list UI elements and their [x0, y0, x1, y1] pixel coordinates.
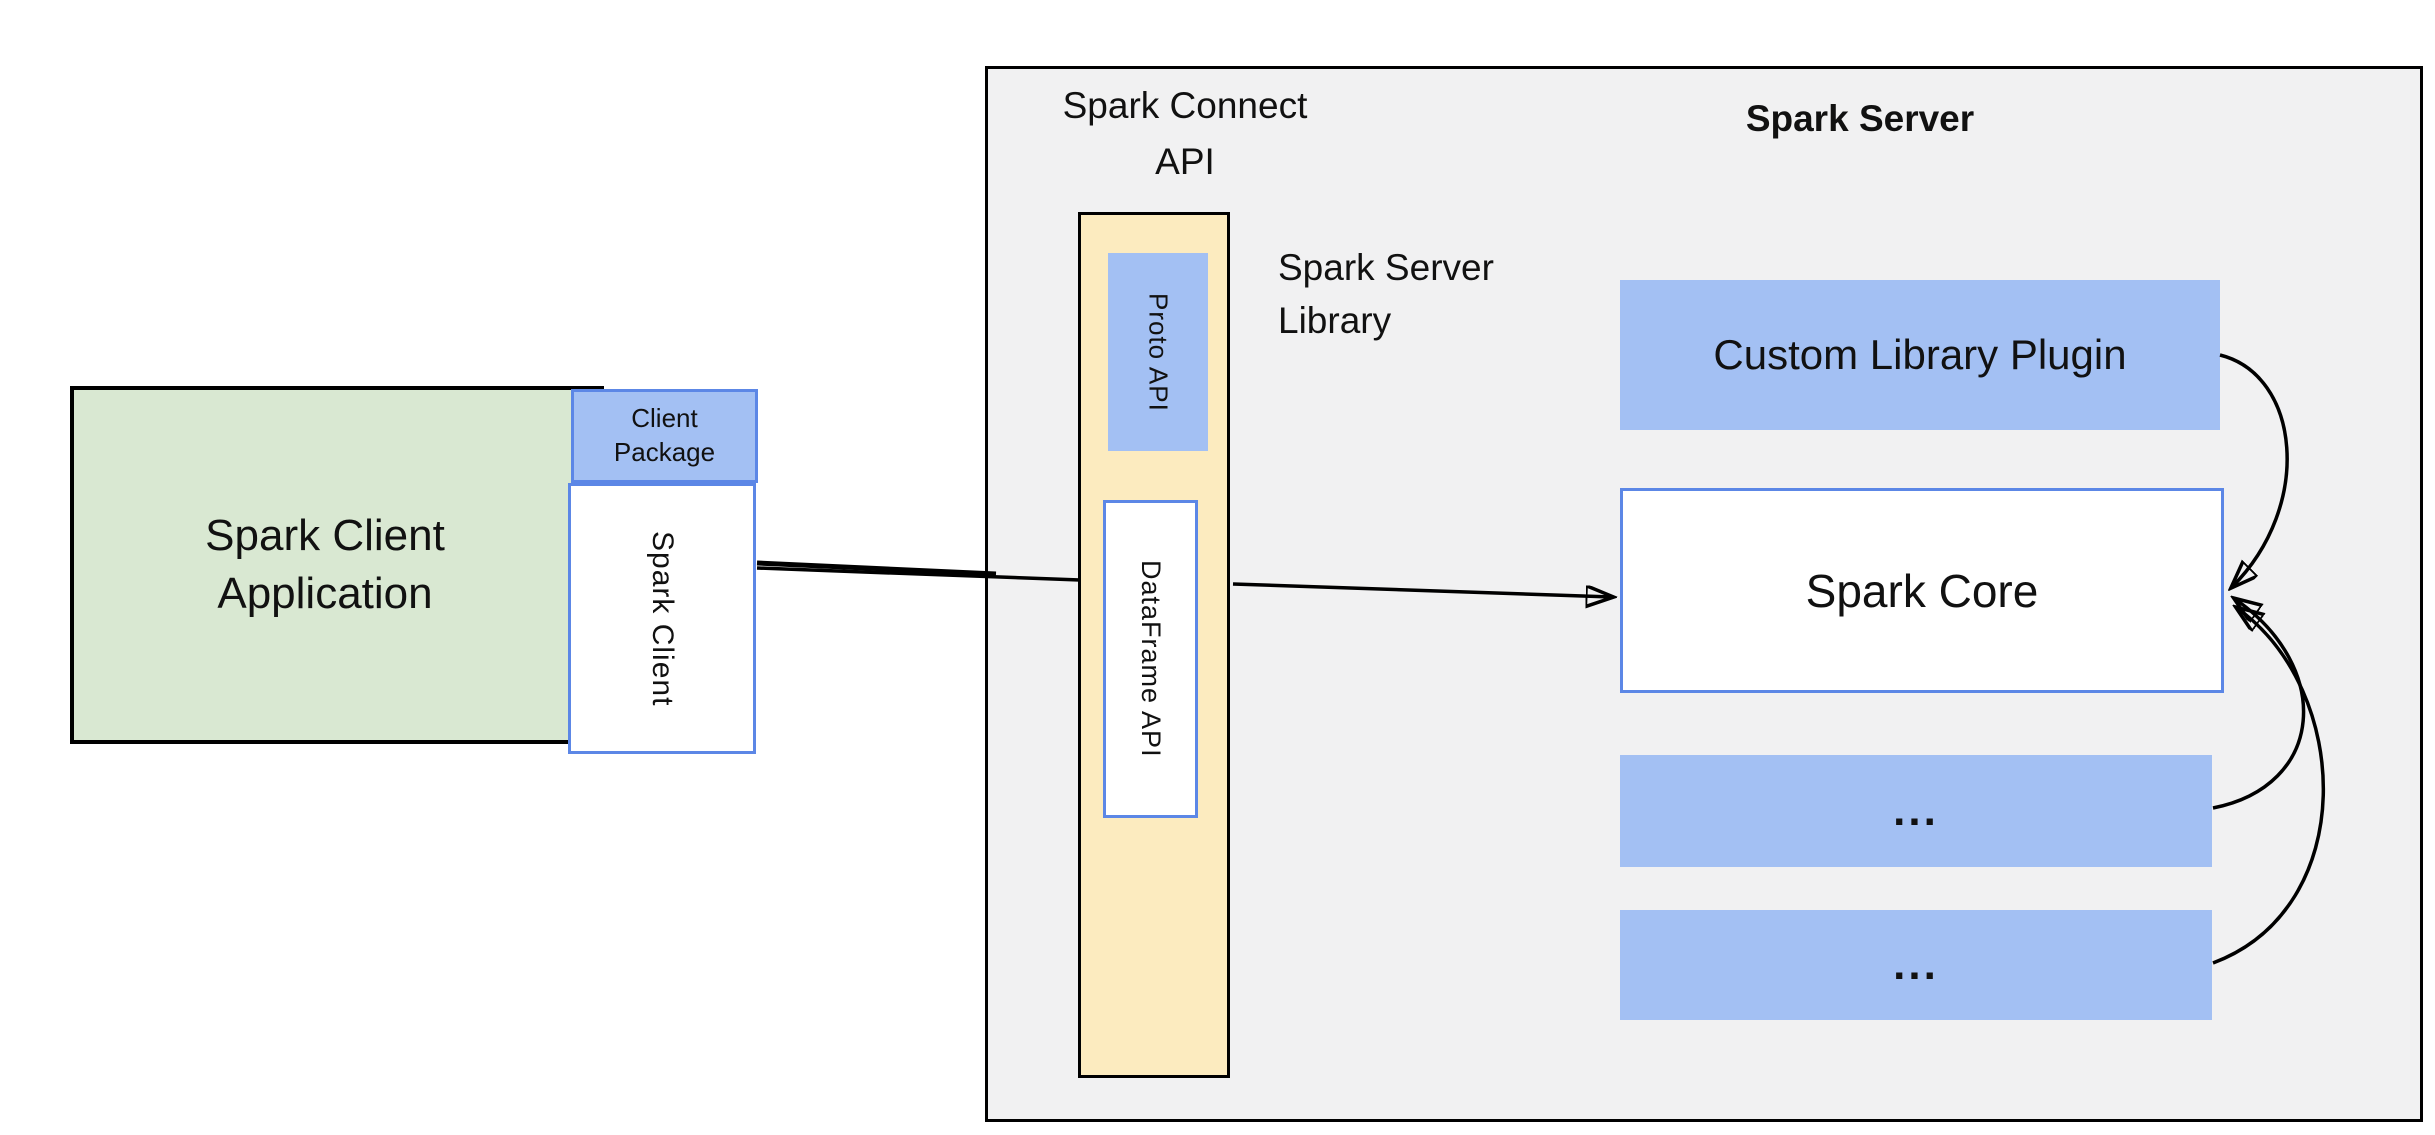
spark-server-title: Spark Server [1745, 98, 1975, 139]
proto-api-box: Proto API [1108, 253, 1208, 451]
extension-box-1-label: ... [1893, 786, 1939, 835]
spark-client-box: Spark Client [568, 483, 756, 754]
spark-client-application-box [70, 386, 604, 744]
spark-core-box: Spark Core [1620, 488, 2224, 693]
custom-library-plugin-label: Custom Library Plugin [1713, 331, 2127, 378]
custom-library-plugin-box: Custom Library Plugin [1620, 280, 2220, 430]
spark-connect-api-title: Spark Connect API [1062, 85, 1308, 182]
dataframe-api-box: DataFrame API [1103, 500, 1198, 818]
extension-box-1: ... [1620, 755, 2212, 867]
spark-client-label: Spark Client [646, 530, 679, 707]
arrow-client-to-server-lib-overlap [756, 560, 997, 577]
spark-core-label: Spark Core [1805, 564, 2039, 617]
proto-api-label: Proto API [1143, 292, 1174, 412]
dataframe-api-label: DataFrame API [1136, 560, 1166, 758]
client-package-box: Client Package [571, 389, 758, 483]
spark-server-library-label: Spark Server Library [1278, 247, 1494, 341]
extension-box-2: ... [1620, 910, 2212, 1020]
spark-client-application-label: Spark Client Application [205, 510, 445, 618]
extension-box-2-label: ... [1893, 940, 1939, 989]
client-package-label: Client Package [613, 403, 716, 467]
